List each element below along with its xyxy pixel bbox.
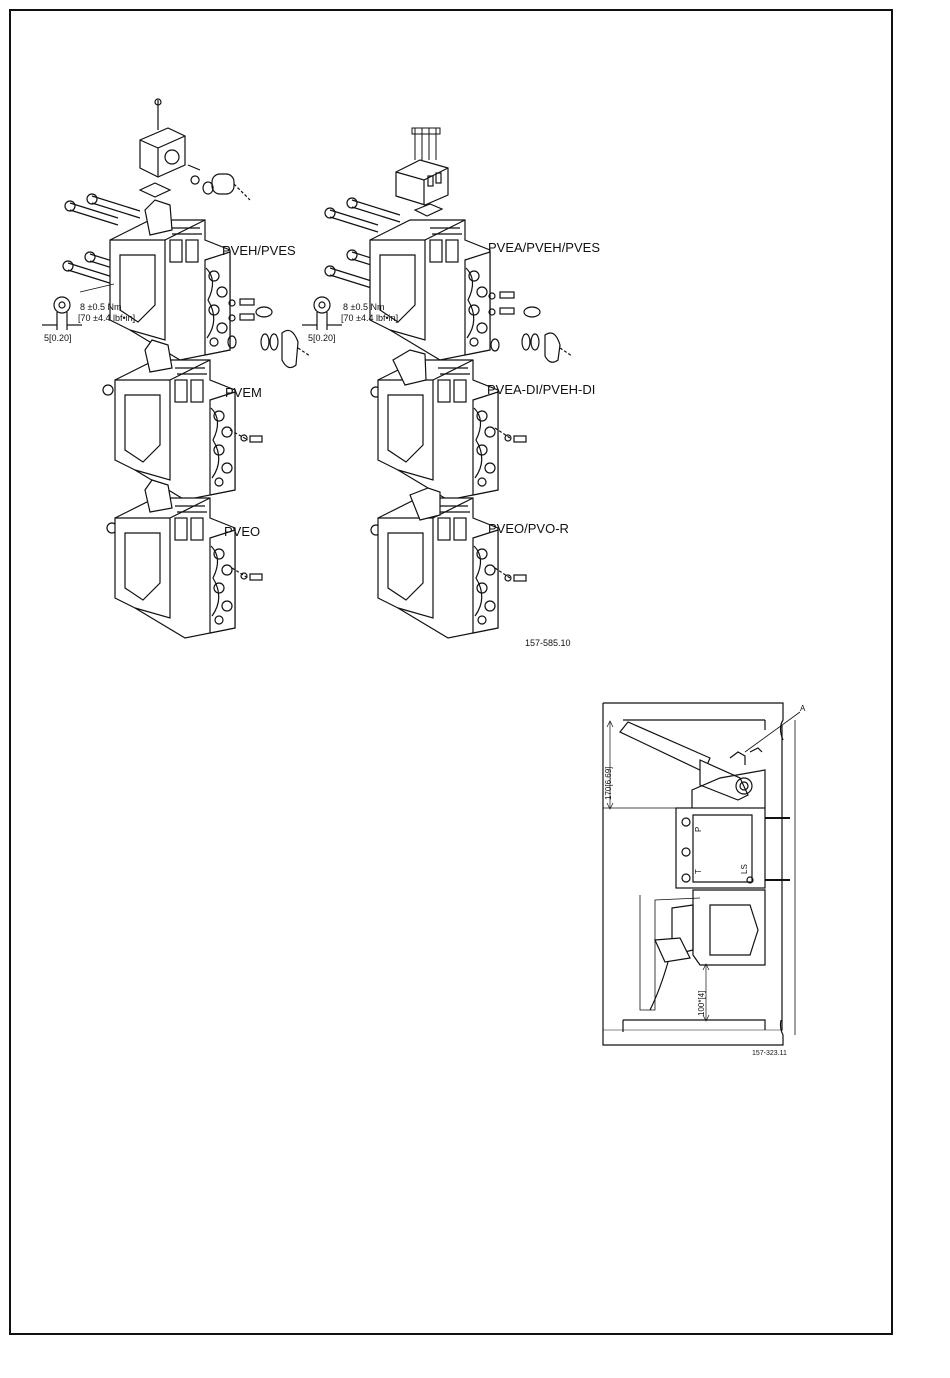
- dimension-left: 5[0.20]: [44, 333, 72, 343]
- torque-imperial-right: [70 ±4.4 lbf•in]: [341, 313, 398, 323]
- pveo-pvo-r-drawing: [371, 488, 526, 638]
- label-pvea-pveh-pves: PVEA/PVEH/PVES: [488, 240, 600, 255]
- dimension-right: 5[0.20]: [308, 333, 336, 343]
- figure-code-installation: 157-323.11: [752, 1050, 787, 1057]
- torque-value-left: 8 ±0.5 Nm: [80, 302, 121, 312]
- label-pvea-di-pveh-di: PVEA-DI/PVEH-DI: [487, 382, 595, 397]
- dimension-top: 170[6.69]: [604, 767, 613, 800]
- label-pveh-pves: PVEH/PVES: [222, 243, 296, 258]
- pveh-pves-drawing: [42, 99, 310, 368]
- callout-a: A: [800, 704, 805, 713]
- port-t-label: T: [694, 869, 703, 874]
- torque-imperial-left: [70 ±4.4 lbf•in]: [78, 313, 135, 323]
- label-pveo: PVEO: [224, 524, 260, 539]
- label-pvem: PVEM: [225, 385, 262, 400]
- port-p-label: P: [694, 827, 703, 832]
- pveo-drawing: [107, 480, 262, 638]
- pvea-di-pveh-di-drawing: [371, 350, 526, 500]
- port-ls-label: LS: [740, 864, 749, 874]
- label-pveo-pvo-r: PVEO/PVO-R: [488, 521, 569, 536]
- torque-value-right: 8 ±0.5 Nm: [343, 302, 384, 312]
- dimension-bottom: 100*[4]: [697, 991, 706, 1016]
- pvem-drawing: [103, 340, 262, 500]
- figure-code-exploded: 157-585.10: [525, 638, 571, 648]
